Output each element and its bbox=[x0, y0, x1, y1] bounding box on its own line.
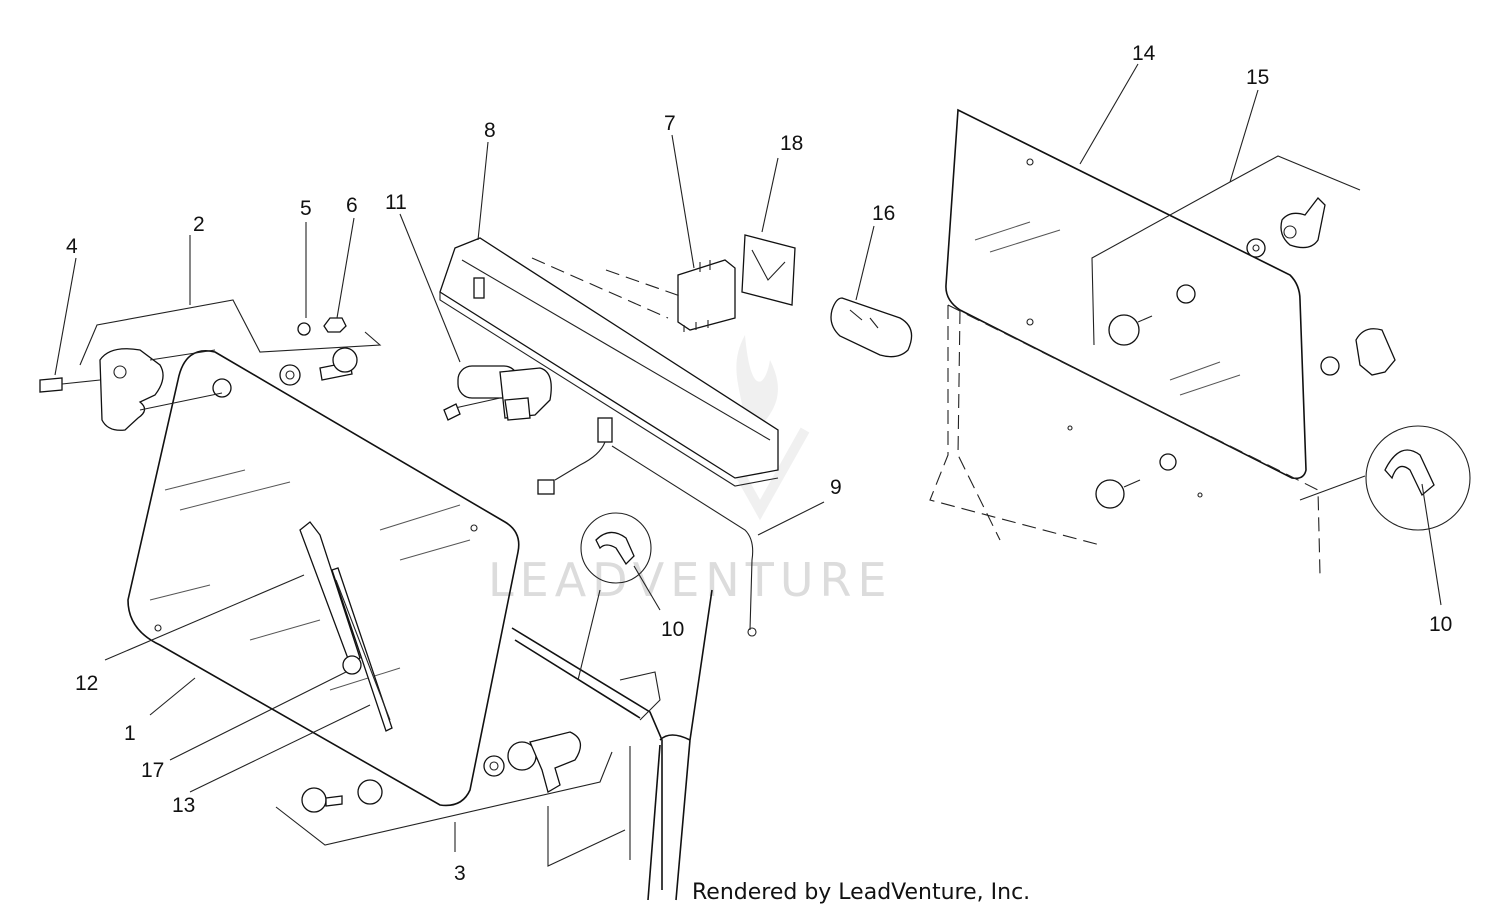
wiper-arm-part bbox=[299, 521, 362, 675]
callout-10a: 10 bbox=[661, 618, 684, 641]
leader-lines bbox=[54, 63, 1442, 867]
callout-1: 1 bbox=[124, 722, 136, 745]
callout-5: 5 bbox=[300, 197, 312, 220]
callout-12: 12 bbox=[75, 672, 98, 695]
seal-detail-part bbox=[580, 512, 652, 584]
callout-10b: 10 bbox=[1429, 613, 1452, 636]
callout-8: 8 bbox=[484, 119, 496, 142]
callout-11: 11 bbox=[385, 191, 407, 214]
callout-9: 9 bbox=[830, 476, 842, 499]
wiper-blade-part bbox=[331, 567, 393, 732]
rear-latch-part bbox=[1095, 197, 1396, 509]
grab-handle-part bbox=[830, 297, 913, 358]
callout-7: 7 bbox=[664, 112, 676, 135]
callout-3: 3 bbox=[454, 862, 466, 885]
render-credit: Rendered by LeadVenture, Inc. bbox=[692, 880, 1031, 905]
callout-13: 13 bbox=[172, 794, 195, 817]
rear-panel-outline bbox=[929, 304, 1321, 576]
callout-labels: 1 2 3 4 5 6 7 8 9 10 10 11 12 13 14 15 1… bbox=[66, 42, 1452, 885]
seal-detail-right-part bbox=[1365, 425, 1471, 531]
upper-hinge-part bbox=[39, 317, 358, 431]
header-channel-part bbox=[439, 237, 779, 487]
callout-15: 15 bbox=[1246, 66, 1269, 89]
door-glass-part bbox=[127, 350, 520, 807]
rear-glass-part bbox=[945, 108, 1307, 480]
callout-2: 2 bbox=[193, 213, 205, 236]
door-frame-part bbox=[511, 589, 713, 901]
watermark-text: LEADVENTURE bbox=[488, 553, 893, 607]
callout-18: 18 bbox=[780, 132, 803, 155]
wiper-motor-part bbox=[443, 365, 552, 421]
callout-14: 14 bbox=[1132, 42, 1156, 65]
wire-harness-part bbox=[537, 417, 757, 637]
callout-17: 17 bbox=[141, 759, 164, 782]
callout-16: 16 bbox=[872, 202, 895, 225]
callout-6: 6 bbox=[346, 194, 358, 217]
switch-decal-part bbox=[741, 234, 796, 306]
rocker-switch-part bbox=[677, 259, 736, 332]
lower-hinge-part bbox=[301, 731, 582, 813]
callout-4: 4 bbox=[66, 235, 78, 258]
